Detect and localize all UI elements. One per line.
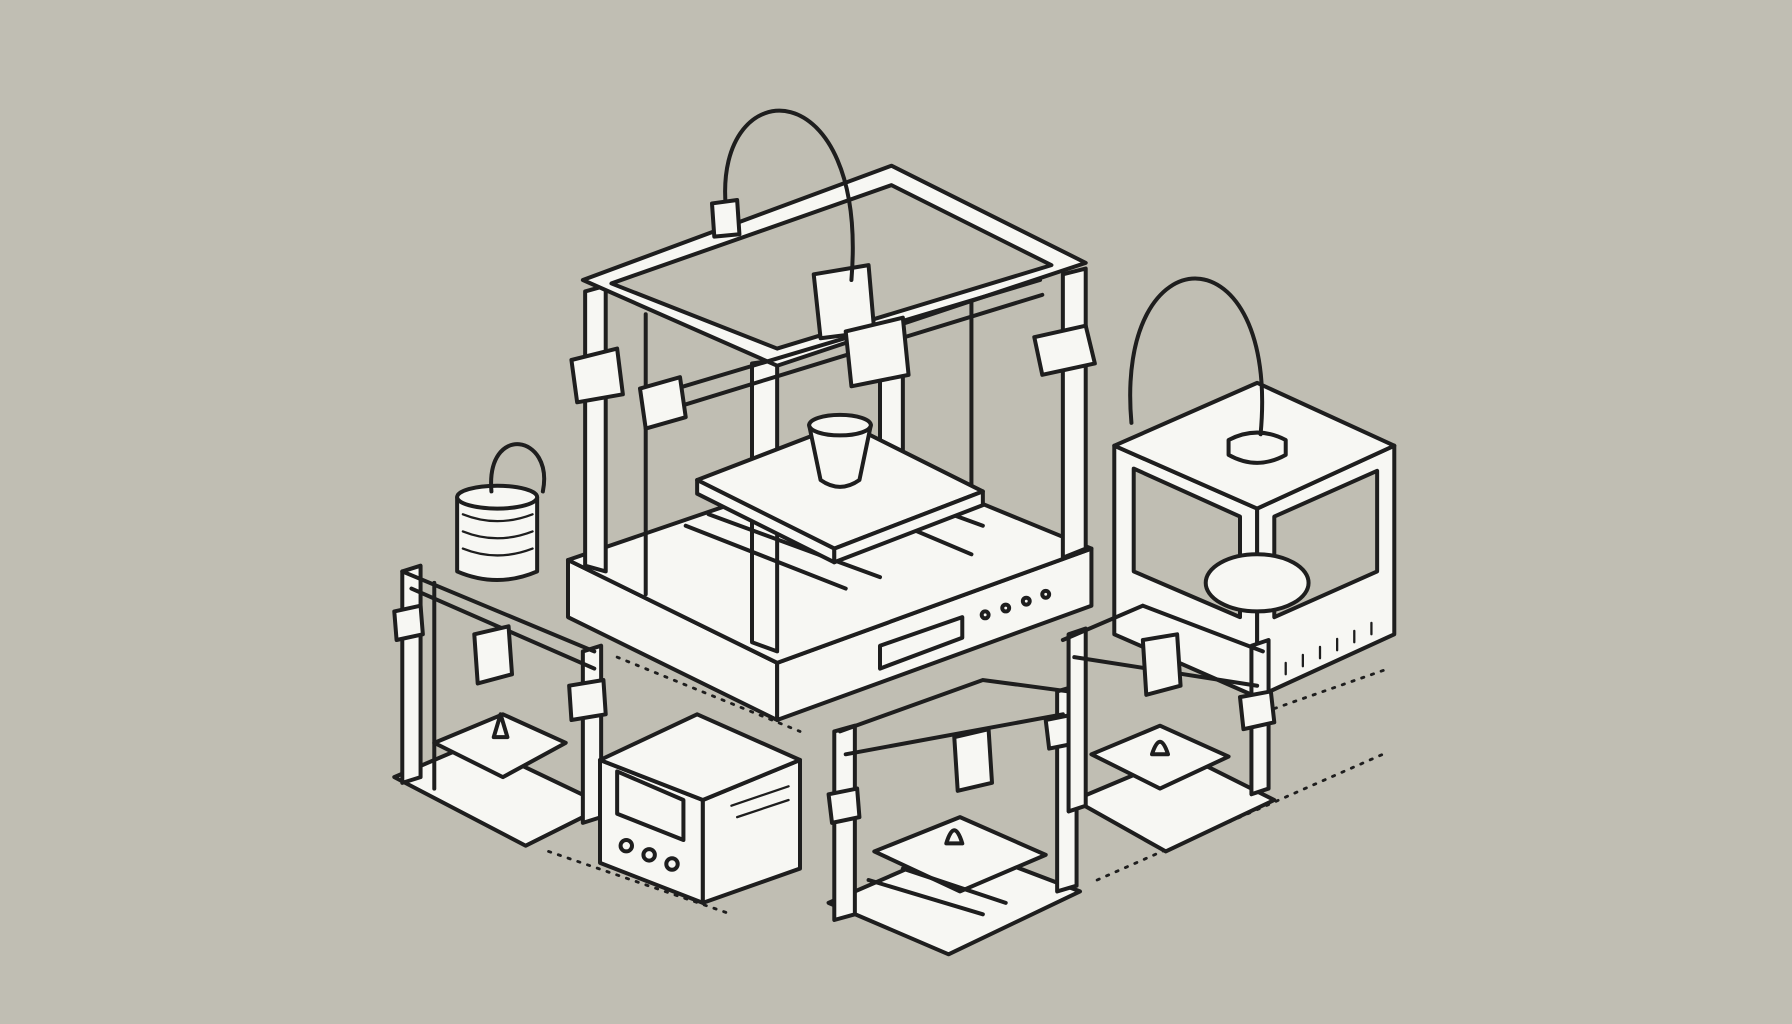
filament-tube [723, 108, 855, 282]
main-printer [566, 108, 1097, 722]
enclosed-cube-printer [1112, 276, 1397, 700]
buttons [979, 588, 1052, 621]
print-head [843, 315, 911, 389]
carriage-left [638, 375, 688, 431]
small-printer-right [1060, 603, 1277, 854]
control-display [615, 769, 686, 842]
display-screen [878, 615, 965, 671]
small-printer-center [826, 677, 1082, 957]
filament-tube [1128, 276, 1265, 437]
control-box [598, 712, 802, 905]
